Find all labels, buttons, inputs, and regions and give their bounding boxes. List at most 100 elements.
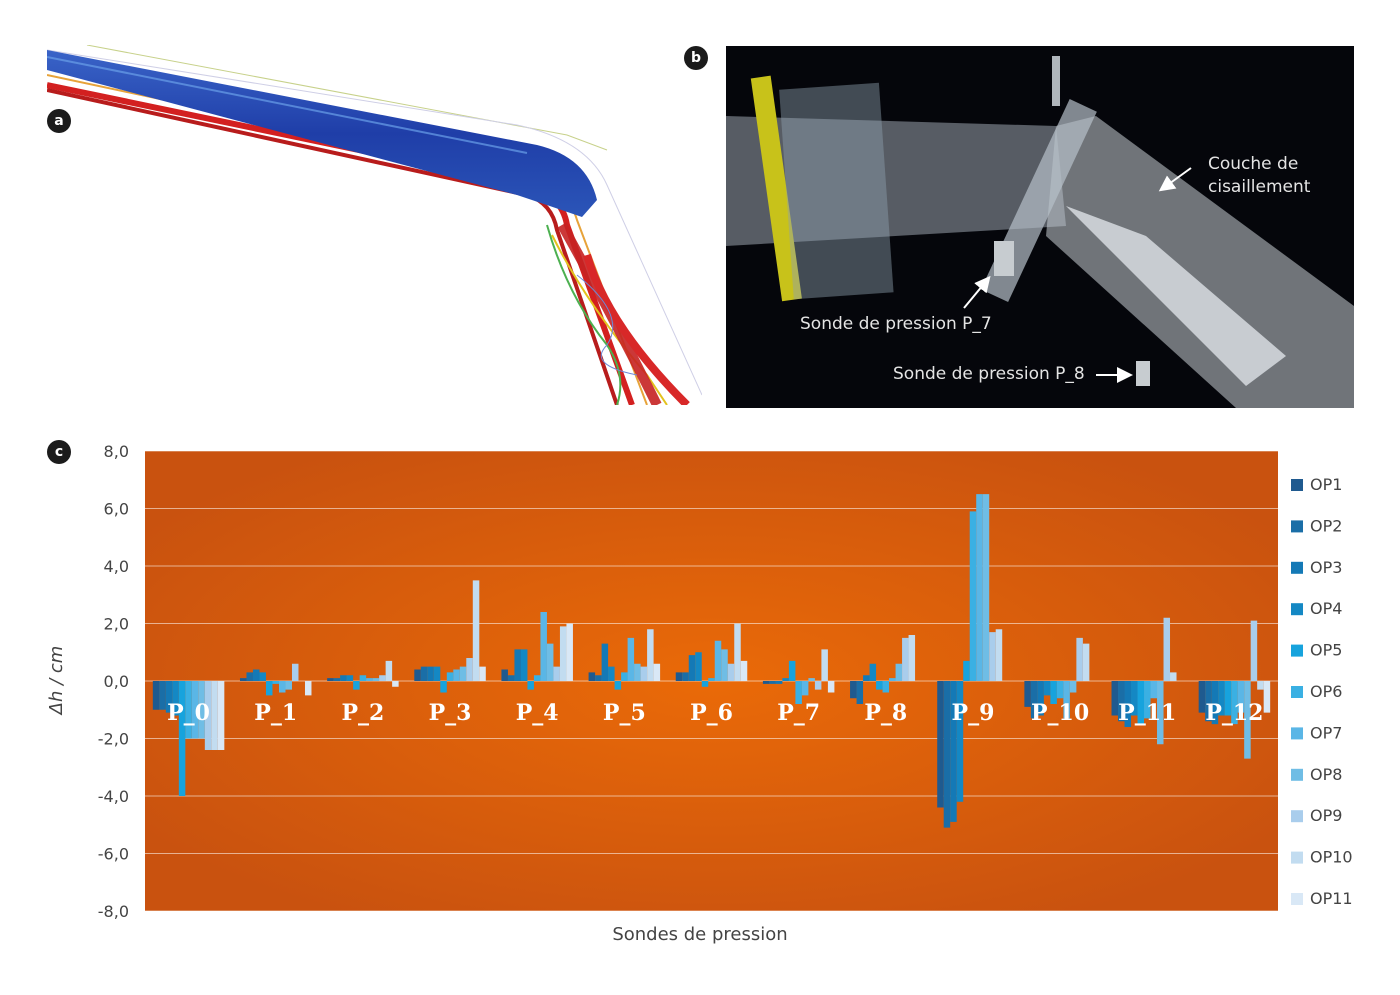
bar-op10-p_6	[734, 623, 741, 681]
bar-op4-p_8	[869, 663, 877, 681]
bar-op3-p_1	[252, 669, 260, 681]
legend-swatch	[1291, 603, 1303, 616]
bar-op8-p_5	[634, 663, 641, 681]
legend-swatch	[1291, 644, 1303, 657]
bar-op9-p_2	[379, 675, 386, 681]
bar-op8-p_8	[895, 663, 903, 681]
bar-op1-p_7	[762, 681, 770, 684]
bar-op4-p_0	[172, 681, 179, 716]
bar-op5-p_0	[178, 681, 186, 796]
bar-op5-p_10	[1050, 681, 1057, 704]
bar-op11-p_1	[304, 681, 312, 696]
bar-op1-p_4	[501, 669, 508, 681]
bar-op1-p_5	[588, 672, 596, 682]
bar-op9-p_12	[1250, 620, 1258, 682]
bar-op8-p_10	[1069, 681, 1077, 693]
bar-op6-p_6	[708, 678, 715, 682]
y-tick-label: 6,0	[104, 500, 129, 519]
legend-swatch	[1291, 768, 1303, 781]
y-tick-label: -4,0	[98, 787, 129, 806]
bar-op9-p_6	[727, 663, 735, 681]
bar-op3-p_11	[1124, 681, 1132, 727]
bar-op11-p_4	[566, 623, 573, 681]
category-label: P_8	[864, 700, 907, 726]
y-tick-label: -8,0	[98, 902, 129, 921]
bar-op9-p_1	[291, 663, 299, 681]
category-label: P_4	[516, 700, 559, 726]
bar-op5-p_1	[265, 681, 273, 696]
bar-op9-p_11	[1163, 617, 1171, 681]
bar-op10-p_4	[559, 626, 567, 682]
y-tick-label: 0,0	[104, 672, 129, 691]
bar-op2-p_8	[856, 681, 864, 704]
category-label: P_6	[690, 700, 733, 726]
y-tick-label: 4,0	[104, 557, 129, 576]
bar-op8-p_12	[1244, 681, 1251, 759]
bar-op7-p_8	[889, 678, 896, 682]
category-label: P_12	[1205, 700, 1263, 726]
bar-op5-p_3	[440, 681, 447, 693]
x-axis-title: Sondes de pression	[612, 924, 787, 945]
bar-op11-p_6	[740, 660, 748, 682]
bar-op7-p_0	[191, 681, 199, 739]
probe-p7-arrow	[963, 275, 991, 309]
bar-op5-p_5	[614, 681, 622, 690]
shear-layer-arrow	[1158, 167, 1192, 192]
bar-op11-p_7	[827, 681, 835, 693]
probe-p8-label: Sonde de pression P_8	[893, 364, 1085, 384]
bar-op10-p_8	[908, 635, 916, 681]
y-tick-label: 8,0	[104, 442, 129, 461]
bar-op4-p_7	[782, 678, 789, 682]
legend-label: OP6	[1310, 682, 1342, 701]
bar-op7-p_6	[714, 640, 722, 681]
bar-op1-p_3	[414, 669, 421, 681]
bar-op3-p_0	[165, 681, 173, 713]
bar-op3-p_12	[1211, 681, 1219, 725]
bar-op10-p_0	[211, 681, 218, 750]
bar-op5-p_9	[963, 660, 970, 682]
bar-op9-p_7	[814, 681, 822, 690]
y-tick-label: -6,0	[98, 845, 129, 864]
legend-swatch	[1291, 479, 1303, 491]
legend-swatch	[1291, 893, 1303, 905]
bar-op8-p_11	[1157, 681, 1164, 745]
bar-op1-p_12	[1198, 681, 1206, 713]
bar-op6-p_8	[882, 681, 890, 693]
panel-b-badge: b	[684, 46, 708, 70]
bar-op6-p_4	[533, 675, 541, 681]
bar-op4-p_3	[433, 666, 441, 682]
bar-op10-p_7	[821, 649, 828, 682]
category-label: P_11	[1118, 700, 1176, 726]
category-label: P_9	[952, 700, 995, 726]
annotation-arrows	[963, 167, 1192, 383]
legend-label: OP9	[1310, 806, 1342, 825]
y-axis-title: Δh / cm	[46, 646, 67, 717]
bar-op1-p_11	[1111, 681, 1119, 716]
bar-op2-p_6	[682, 672, 689, 682]
legend-swatch	[1291, 561, 1303, 574]
bar-op4-p_9	[956, 681, 964, 802]
legend-label: OP5	[1310, 641, 1342, 660]
category-label: P_3	[429, 700, 472, 726]
bar-op8-p_9	[982, 494, 990, 682]
bar-op1-p_2	[327, 678, 334, 682]
bar-op11-p_2	[392, 681, 399, 687]
category-label: P_0	[167, 700, 210, 726]
legend-label: OP1	[1310, 475, 1342, 494]
bar-op5-p_2	[353, 681, 360, 690]
bar-op2-p_10	[1030, 681, 1038, 719]
bar-op2-p_7	[769, 681, 776, 684]
bar-op1-p_1	[239, 678, 247, 682]
bar-op6-p_12	[1231, 681, 1238, 725]
bar-op7-p_11	[1150, 681, 1158, 699]
bar-op6-p_9	[969, 511, 977, 682]
category-label: P_5	[603, 700, 646, 726]
legend-label: OP8	[1310, 765, 1342, 784]
legend-swatch	[1291, 520, 1303, 533]
bar-op7-p_4	[540, 612, 547, 681]
bar-op8-p_7	[808, 678, 815, 682]
bar-op3-p_2	[340, 675, 347, 681]
bar-op4-p_11	[1131, 681, 1138, 716]
